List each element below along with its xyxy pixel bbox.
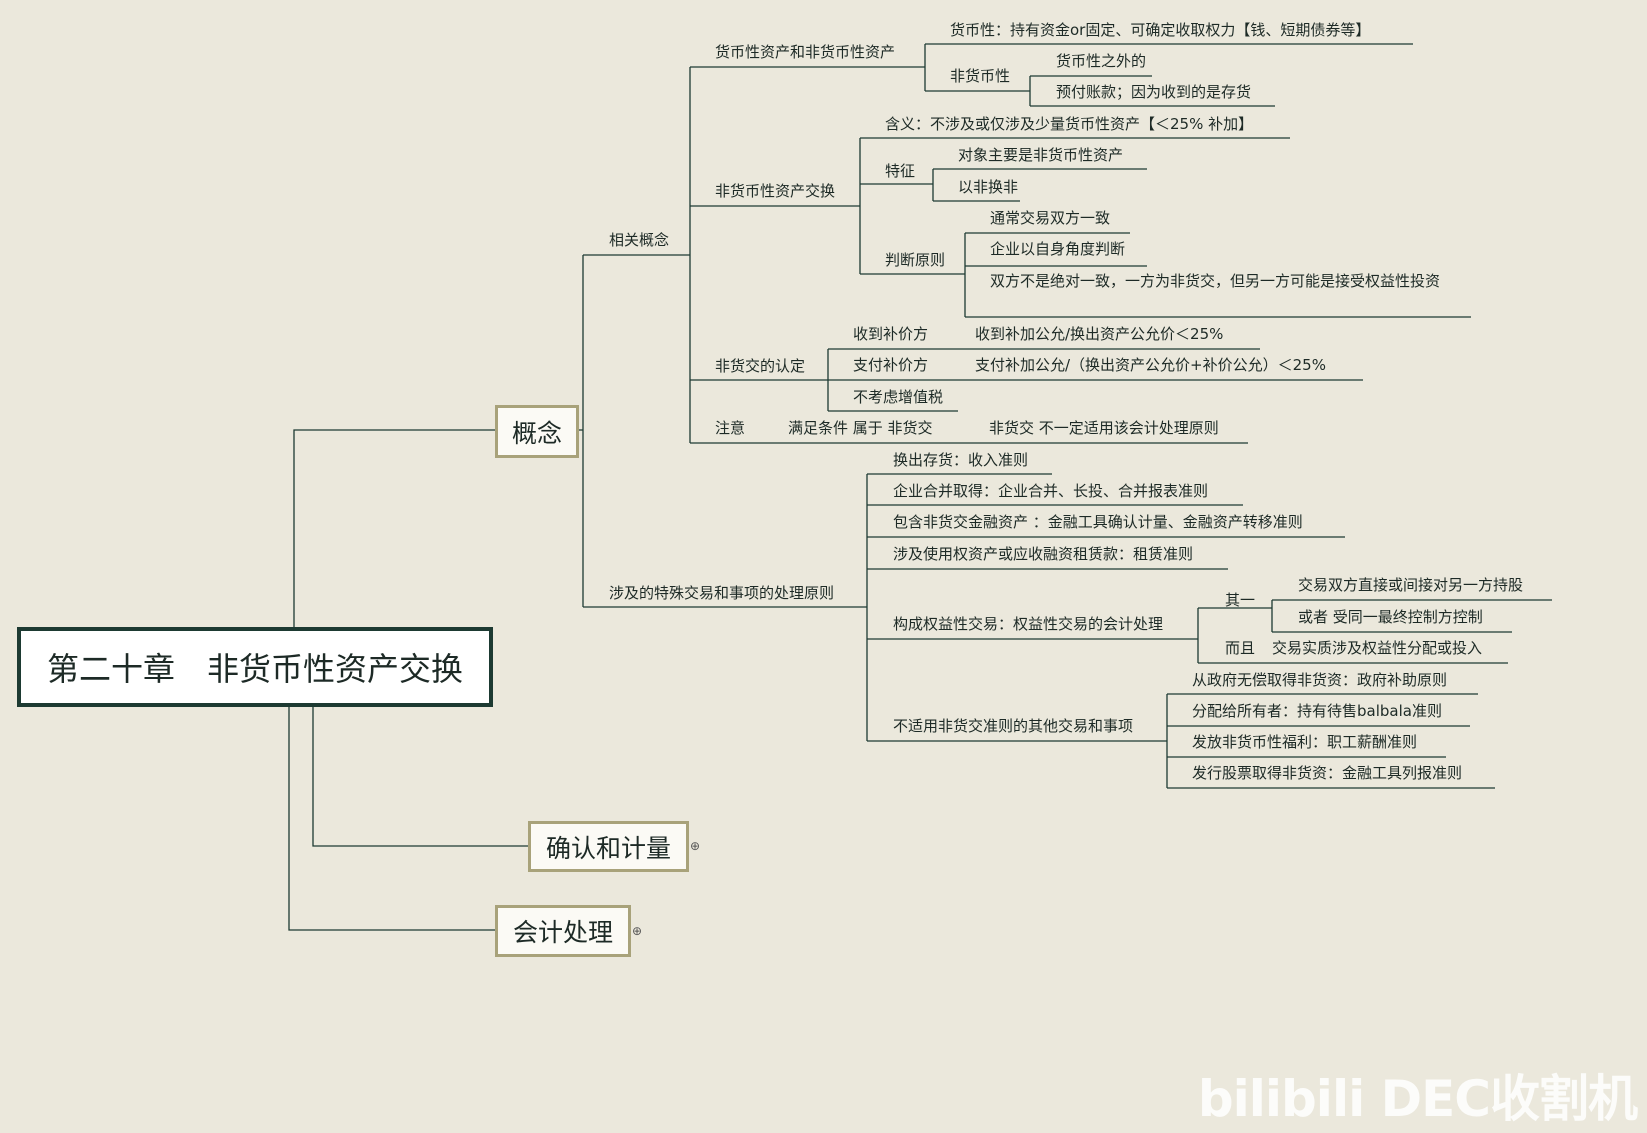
node-equity-o1[interactable]: 交易双方直接或间接对另一方持股 (1298, 576, 1524, 594)
branch-label: 会计处理 (512, 918, 613, 947)
connector-line (690, 348, 1363, 412)
node-equity-o2[interactable]: 或者 受同一最终控制方控制 (1298, 608, 1483, 626)
node-feature-2[interactable]: 以非换非 (958, 178, 1019, 196)
branch-recognition-measurement[interactable]: 确认和计量 (528, 821, 689, 872)
node-related-concepts[interactable]: 相关概念 (609, 231, 670, 249)
node-monetary-def[interactable]: 货币性：持有资金or固定、可确定收取权力【钱、短期债券等】 (950, 21, 1371, 39)
node-other-1[interactable]: 从政府无偿取得非货资：政府补助原则 (1192, 671, 1448, 689)
node-nonmonetary[interactable]: 非货币性 (950, 67, 1011, 85)
node-note[interactable]: 注意 (715, 419, 746, 437)
node-judge[interactable]: 判断原则 (885, 251, 946, 269)
node-other[interactable]: 不适用非货交准则的其他交易和事项 (893, 717, 1134, 735)
connector-line (867, 693, 1495, 789)
connector-root-accounting (288, 707, 495, 931)
node-note-a[interactable]: 满足条件 属于 非货交 (788, 419, 933, 437)
node-pay[interactable]: 支付补价方 (853, 356, 929, 374)
node-vat[interactable]: 不考虑增值税 (853, 388, 944, 406)
node-judge-3[interactable]: 双方不是绝对一致，一方为非货交，但另一方可能是接受权益性投资 (990, 272, 1441, 290)
node-pay-rule[interactable]: 支付补加公允/（换出资产公允价+补价公允）＜25% (975, 356, 1326, 374)
branch-label: 概念 (511, 418, 562, 448)
connector-line (583, 473, 1345, 741)
connector-root-recognition (312, 707, 528, 847)
node-nonmonetary-1[interactable]: 货币性之外的 (1056, 52, 1147, 70)
expand-icon[interactable]: ⊕ (690, 839, 701, 853)
node-judge-1[interactable]: 通常交易双方一致 (990, 209, 1111, 227)
root-title: 第二十章 非货币性资产交换 (46, 650, 463, 688)
node-special-2[interactable]: 企业合并取得：企业合并、长投、合并报表准则 (893, 482, 1209, 500)
node-feature[interactable]: 特征 (885, 162, 916, 180)
expand-icon[interactable]: ⊕ (632, 924, 643, 938)
branch-accounting[interactable]: 会计处理 (495, 905, 631, 957)
node-other-4[interactable]: 发行股票取得非货资：金融工具列报准则 (1192, 764, 1463, 782)
node-meaning[interactable]: 含义：不涉及或仅涉及少量货币性资产【＜25% 补加】 (885, 115, 1254, 133)
connector-line (867, 599, 1552, 664)
node-recognition[interactable]: 非货交的认定 (715, 357, 806, 375)
node-special-3[interactable]: 包含非货交金融资产 ：金融工具确认计量、金融资产转移准则 (893, 513, 1303, 531)
connector-line (690, 43, 1413, 107)
node-monetary[interactable]: 货币性资产和非货币性资产 (715, 43, 896, 61)
node-equity-one[interactable]: 其一 (1225, 591, 1256, 609)
node-receive[interactable]: 收到补价方 (853, 325, 929, 343)
node-other-3[interactable]: 发放非货币性福利：职工薪酬准则 (1192, 733, 1418, 751)
watermark: bilibili DEC收割机 (1197, 1070, 1638, 1128)
branch-label: 确认和计量 (545, 833, 671, 863)
connector-line (690, 137, 1471, 318)
node-equity-and[interactable]: 而且 (1225, 639, 1256, 657)
connector-line (583, 67, 691, 443)
node-receive-rule[interactable]: 收到补加公允/换出资产公允价＜25% (975, 325, 1224, 343)
node-judge-2[interactable]: 企业以自身角度判断 (990, 240, 1126, 258)
node-nonmonetary-2[interactable]: 预付账款；因为收到的是存货 (1056, 83, 1252, 101)
root-node[interactable]: 第二十章 非货币性资产交换 (17, 627, 493, 707)
branch-concept[interactable]: 概念 (495, 405, 579, 458)
node-other-2[interactable]: 分配给所有者：持有待售balbala准则 (1192, 702, 1442, 720)
node-exchange[interactable]: 非货币性资产交换 (715, 182, 836, 200)
node-special-4[interactable]: 涉及使用权资产或应收融资租赁款：租赁准则 (893, 545, 1194, 563)
node-note-b[interactable]: 非货交 不一定适用该会计处理原则 (989, 419, 1219, 437)
connector-root-concept (293, 429, 495, 627)
node-equity-andv[interactable]: 交易实质涉及权益性分配或投入 (1272, 639, 1483, 657)
node-special-1[interactable]: 换出存货：收入准则 (893, 451, 1029, 469)
node-feature-1[interactable]: 对象主要是非货币性资产 (958, 146, 1124, 164)
node-special[interactable]: 涉及的特殊交易和事项的处理原则 (609, 584, 835, 602)
node-equity[interactable]: 构成权益性交易：权益性交易的会计处理 (893, 615, 1164, 633)
